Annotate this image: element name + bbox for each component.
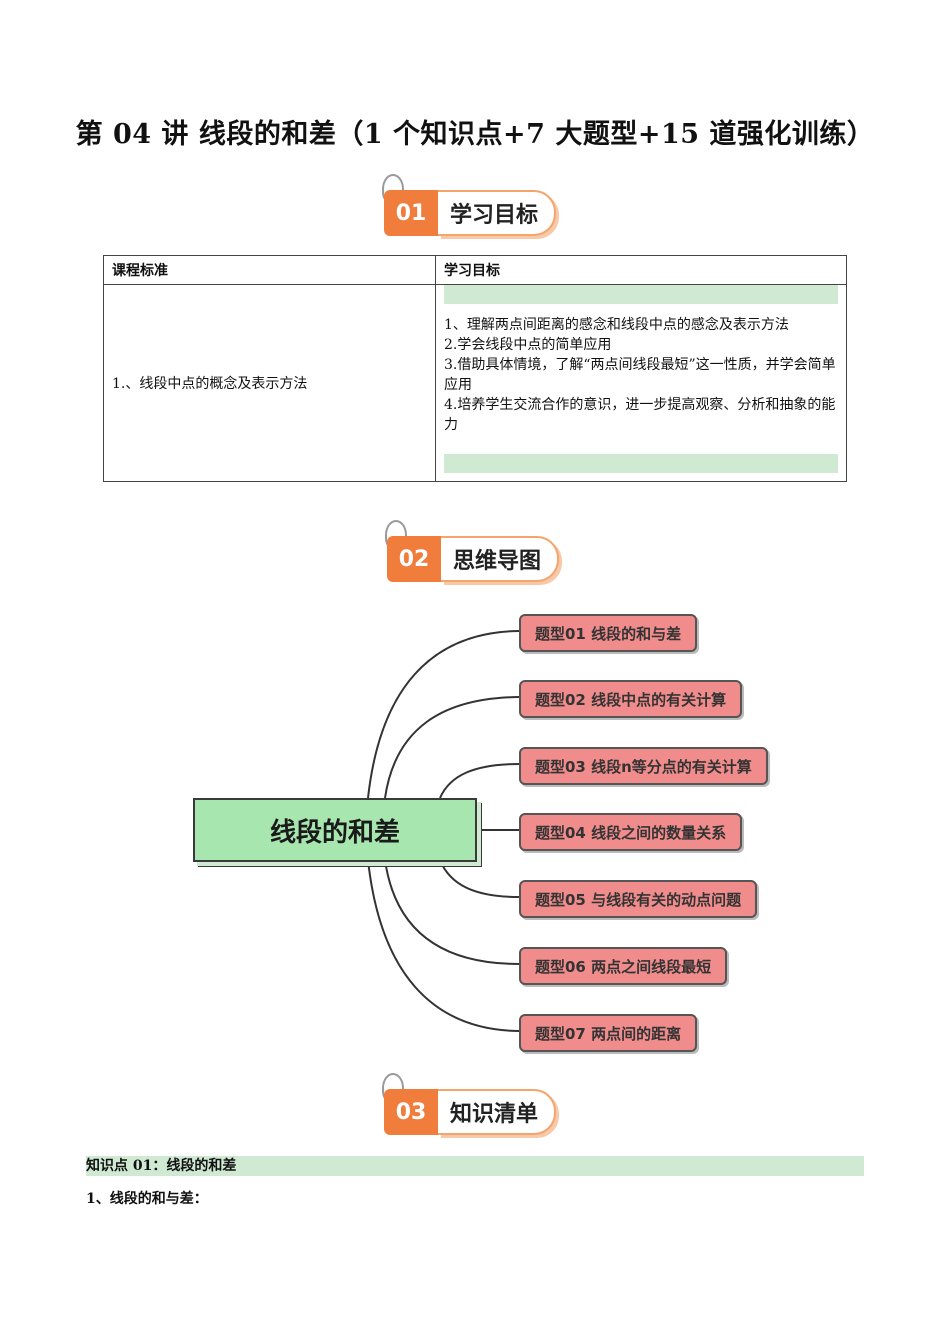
branch-node: 题型05 与线段有关的动点问题 [519,880,758,918]
connector-line [384,859,520,965]
branch-node: 题型01 线段的和与差 [519,614,698,652]
knowledge-point-heading: 知识点 01：线段的和差 [86,1156,864,1176]
section-badge-objectives: 01 学习目标 [382,174,582,244]
goal-item: 3.借助具体情境，了解“两点间线段最短”这一性质，并学会简单应用 [444,357,836,393]
course-standard-cell: 1.、线段中点的概念及表示方法 [103,284,436,482]
goal-item: 4.培养学生交流合作的意识，进一步提高观察、分析和抽象的能力 [444,397,836,433]
section-label: 思维导图 [441,536,560,582]
connector-line [367,859,520,1032]
branch-node: 题型07 两点间的距离 [519,1014,698,1052]
central-topic: 线段的和差 [193,798,477,862]
branch-node: 题型03 线段n等分点的有关计算 [519,747,768,785]
mind-map-connectors [367,630,520,1032]
section-number: 03 [384,1089,438,1135]
goal-item: 1、理解两点间距离的感念和线段中点的感念及表示方法 [444,317,789,333]
connector-line [367,630,520,799]
connector-line [439,859,520,898]
paperclip-icon [382,174,404,204]
section-label: 学习目标 [438,190,557,236]
highlight-bar [444,285,838,304]
goal-list: 1、理解两点间距离的感念和线段中点的感念及表示方法 2.学会线段中点的简单应用 … [444,315,838,435]
header-standard: 课程标准 [103,255,436,285]
branch-node: 题型06 两点之间线段最短 [519,947,728,985]
section-number: 01 [384,190,438,236]
paperclip-icon [385,520,407,550]
mind-map: 线段的和差 题型01 线段的和与差 题型02 线段中点的有关计算 题型03 线段… [0,600,950,1070]
connector-line [384,696,520,799]
section-label: 知识清单 [438,1089,557,1135]
table-header-row: 课程标准 学习目标 [103,255,847,285]
branch-node: 题型02 线段中点的有关计算 [519,680,743,718]
learning-goals-cell: 1、理解两点间距离的感念和线段中点的感念及表示方法 2.学会线段中点的简单应用 … [435,284,847,482]
connector-line [439,763,520,799]
header-goals: 学习目标 [435,255,847,285]
section-number: 02 [387,536,441,582]
page-title: 第 04 讲 线段的和差（1 个知识点+7 大题型+15 道强化训练） [75,119,875,150]
section-badge-knowledge: 03 知识清单 [382,1073,582,1143]
knowledge-subheading: 1、线段的和与差： [86,1191,208,1207]
highlight-bar [444,454,838,473]
objectives-table: 课程标准 学习目标 1.、线段中点的概念及表示方法 1、理解两点间距离的感念和线… [103,255,847,482]
paperclip-icon [382,1073,404,1103]
section-badge-mindmap: 02 思维导图 [385,520,585,590]
table-row: 1.、线段中点的概念及表示方法 1、理解两点间距离的感念和线段中点的感念及表示方… [103,284,847,482]
branch-node: 题型04 线段之间的数量关系 [519,813,743,851]
goal-item: 2.学会线段中点的简单应用 [444,337,612,353]
